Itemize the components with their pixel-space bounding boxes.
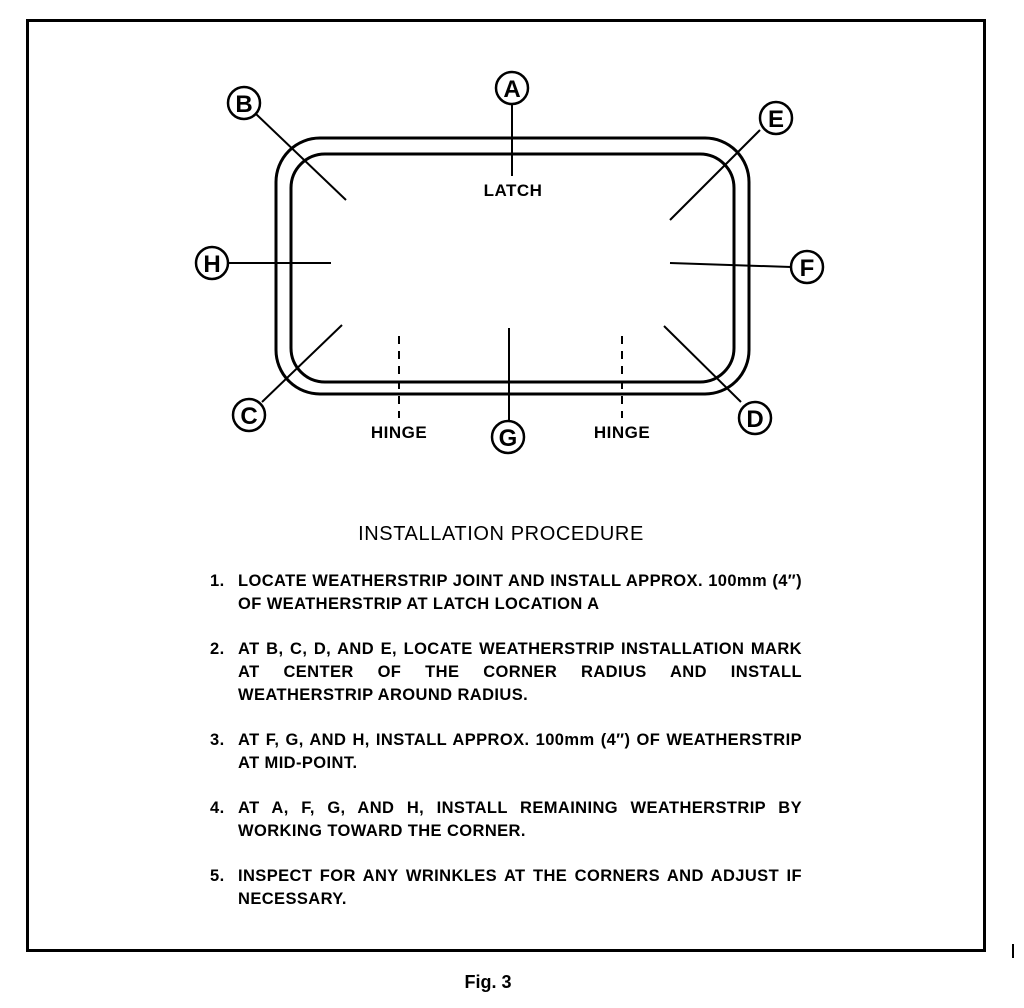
callout-c-label: C <box>240 403 257 430</box>
procedure-step: 1. LOCATE WEATHERSTRIP JOINT AND INSTALL… <box>210 570 802 616</box>
callout-a-label: A <box>503 76 520 103</box>
callout-e-label: E <box>768 106 784 133</box>
callout-g: G <box>490 419 526 455</box>
procedure-steps: 1. LOCATE WEATHERSTRIP JOINT AND INSTALL… <box>210 570 802 911</box>
callout-f-label: F <box>800 255 815 282</box>
step-text: INSPECT FOR ANY WRINKLES AT THE CORNERS … <box>238 867 802 908</box>
scan-edge-mark <box>1012 944 1014 958</box>
callout-a: A <box>494 70 530 106</box>
step-text: AT B, C, D, AND E, LOCATE WEATHERSTRIP I… <box>238 640 802 704</box>
procedure-step: 4. AT A, F, G, AND H, INSTALL REMAINING … <box>210 797 802 843</box>
leader-f <box>669 262 792 268</box>
step-number: 3. <box>210 731 225 749</box>
door-outer-outline <box>274 136 751 396</box>
callout-c: C <box>231 397 267 433</box>
step-number: 2. <box>210 640 225 658</box>
leader-e <box>669 129 761 221</box>
procedure-title: INSTALLATION PROCEDURE <box>358 523 644 545</box>
callout-h-label: H <box>203 251 220 278</box>
leader-c <box>261 324 343 403</box>
step-number: 1. <box>210 572 225 590</box>
callout-b-label: B <box>235 91 252 118</box>
callout-b: B <box>226 85 262 121</box>
hinge-label-right: HINGE <box>594 423 650 442</box>
callout-h: H <box>194 245 230 281</box>
procedure-step: 3. AT F, G, AND H, INSTALL APPROX. 100mm… <box>210 729 802 775</box>
callout-d: D <box>737 400 773 436</box>
hinge-label-left: HINGE <box>371 423 427 442</box>
step-number: 4. <box>210 799 225 817</box>
callout-d-label: D <box>746 406 763 433</box>
callout-e: E <box>758 100 794 136</box>
procedure-step: 2. AT B, C, D, AND E, LOCATE WEATHERSTRI… <box>210 638 802 707</box>
callout-f: F <box>789 249 825 285</box>
procedure-step: 5. INSPECT FOR ANY WRINKLES AT THE CORNE… <box>210 865 802 911</box>
figure-frame <box>26 19 986 952</box>
step-number: 5. <box>210 867 225 885</box>
leader-d <box>663 325 742 403</box>
leader-b <box>255 113 347 201</box>
step-text: LOCATE WEATHERSTRIP JOINT AND INSTALL AP… <box>238 572 802 613</box>
callout-g-label: G <box>499 425 518 452</box>
figure-caption: Fig. 3 <box>464 972 512 992</box>
step-text: AT F, G, AND H, INSTALL APPROX. 100mm (4… <box>238 731 802 772</box>
step-text: AT A, F, G, AND H, INSTALL REMAINING WEA… <box>238 799 802 840</box>
latch-label: LATCH <box>484 181 543 200</box>
